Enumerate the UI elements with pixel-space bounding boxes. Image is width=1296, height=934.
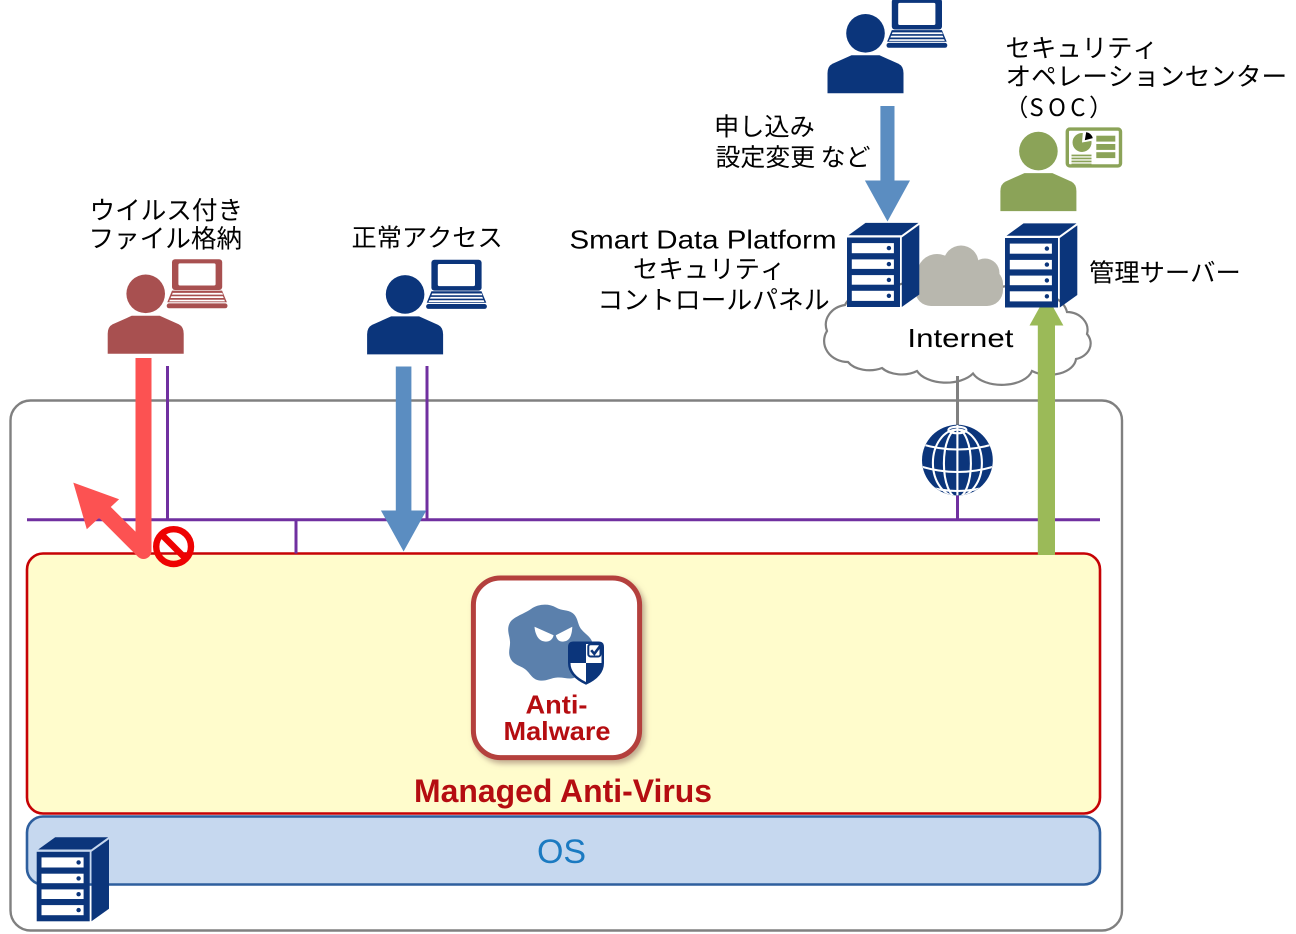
svg-text:Managed Anti-Virus: Managed Anti-Virus: [414, 773, 712, 809]
svg-text:Smart Data Platform: Smart Data Platform: [570, 225, 837, 255]
svg-text:OS: OS: [537, 833, 586, 871]
svg-text:Internet: Internet: [907, 323, 1014, 353]
svg-text:Anti-: Anti-: [526, 690, 588, 720]
svg-text:Malware: Malware: [504, 716, 611, 746]
